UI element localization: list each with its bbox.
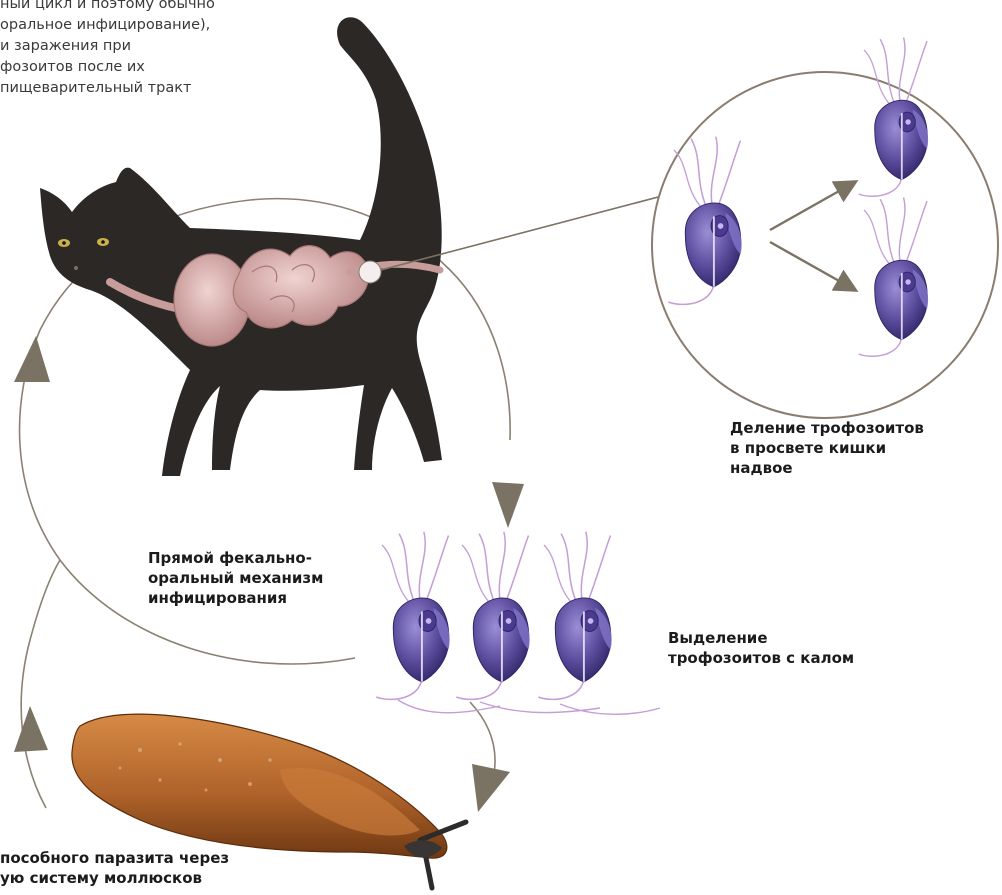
trichomonas-trophozoite-icon (376, 532, 449, 700)
cycle-arrow-icon (492, 482, 524, 528)
released-trophozoites (376, 532, 660, 715)
intro-text: ный цикл и поэтому обычно оральное инфиц… (0, 0, 300, 99)
slug-transmission-label: пособного паразита через ую систему молл… (0, 848, 260, 888)
trichomonas-trophozoite-icon (538, 532, 611, 700)
feces-release-label: Выделение трофозоитов с калом (668, 628, 928, 668)
cycle-arrow-icon (14, 336, 50, 382)
cycle-arrow-icon (14, 706, 48, 752)
trophozoite-division-label: Деление трофозоитов в просвете кишки над… (730, 418, 990, 478)
fecal-oral-label: Прямой фекально- оральный механизм инфиц… (148, 548, 378, 608)
magnified-view (652, 37, 998, 418)
cycle-arrow-icon (472, 764, 510, 812)
trichomonas-trophozoite-icon (456, 532, 529, 700)
